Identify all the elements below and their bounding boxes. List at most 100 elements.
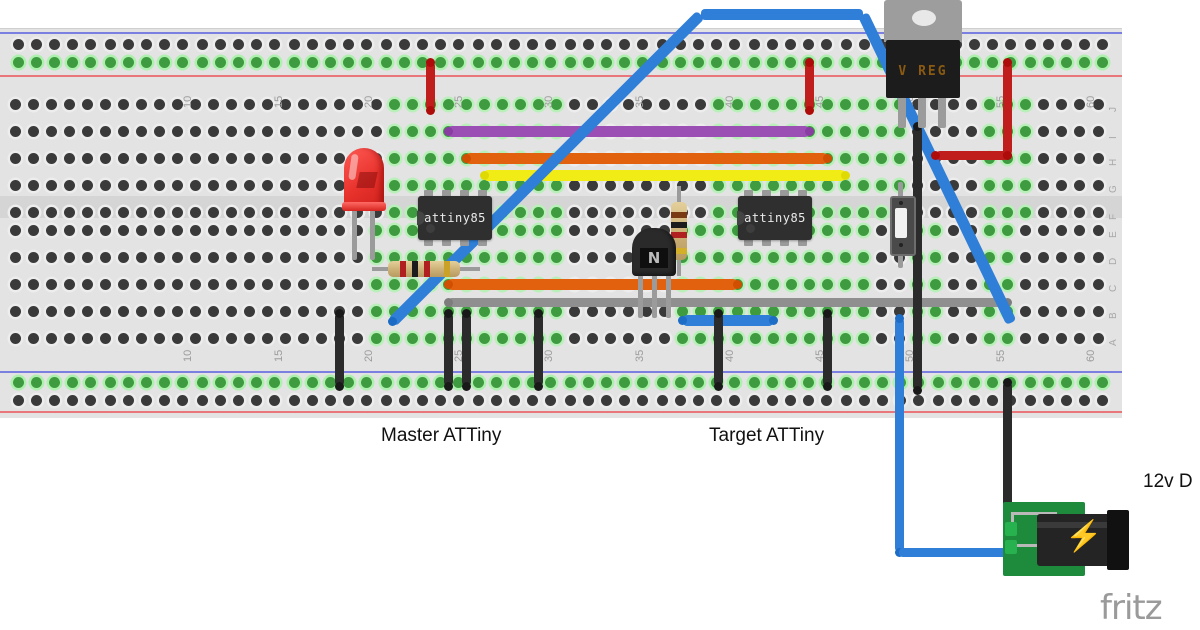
- grid-hole[interactable]: [587, 179, 599, 191]
- grid-hole[interactable]: [316, 152, 328, 164]
- grid-hole[interactable]: [803, 251, 815, 263]
- rail-hole-negative-top[interactable]: [582, 38, 594, 50]
- rail-hole-positive-bottom[interactable]: [159, 394, 171, 406]
- rail-hole-positive-bottom[interactable]: [140, 394, 152, 406]
- grid-hole[interactable]: [171, 305, 183, 317]
- grid-hole[interactable]: [208, 179, 220, 191]
- grid-hole[interactable]: [208, 305, 220, 317]
- grid-hole[interactable]: [1092, 125, 1104, 137]
- grid-hole[interactable]: [226, 125, 238, 137]
- red-wire-vreg-out-h[interactable]: [935, 150, 1008, 160]
- grid-hole[interactable]: [370, 98, 382, 110]
- grid-hole[interactable]: [1092, 224, 1104, 236]
- rail-hole-positive-top[interactable]: [508, 56, 520, 68]
- rail-hole-positive-top[interactable]: [987, 56, 999, 68]
- grid-hole[interactable]: [749, 305, 761, 317]
- grid-hole[interactable]: [280, 152, 292, 164]
- grid-hole[interactable]: [1074, 332, 1086, 344]
- grid-hole[interactable]: [767, 305, 779, 317]
- grid-hole[interactable]: [803, 305, 815, 317]
- grid-hole[interactable]: [930, 125, 942, 137]
- grid-hole[interactable]: [803, 278, 815, 290]
- rail-hole-negative-top[interactable]: [472, 38, 484, 50]
- grid-hole[interactable]: [839, 206, 851, 218]
- rail-hole-positive-bottom[interactable]: [435, 394, 447, 406]
- grid-hole[interactable]: [966, 179, 978, 191]
- grid-hole[interactable]: [587, 224, 599, 236]
- grid-hole[interactable]: [1092, 98, 1104, 110]
- grid-hole[interactable]: [370, 332, 382, 344]
- grid-hole[interactable]: [334, 251, 346, 263]
- grid-hole[interactable]: [605, 224, 617, 236]
- grid-hole[interactable]: [1002, 206, 1014, 218]
- grid-hole[interactable]: [1074, 179, 1086, 191]
- grid-hole[interactable]: [803, 179, 815, 191]
- grid-hole[interactable]: [857, 98, 869, 110]
- power-jack-pad-negative[interactable]: [1005, 540, 1017, 554]
- rail-hole-negative-bottom[interactable]: [1079, 376, 1091, 388]
- grid-hole[interactable]: [352, 206, 364, 218]
- grid-hole[interactable]: [226, 152, 238, 164]
- rail-hole-negative-bottom[interactable]: [251, 376, 263, 388]
- grid-hole[interactable]: [316, 98, 328, 110]
- grid-hole[interactable]: [208, 152, 220, 164]
- grid-hole[interactable]: [532, 206, 544, 218]
- grid-hole[interactable]: [45, 98, 57, 110]
- grid-hole[interactable]: [839, 125, 851, 137]
- grid-hole[interactable]: [1056, 125, 1068, 137]
- rail-hole-positive-bottom[interactable]: [692, 394, 704, 406]
- grid-hole[interactable]: [63, 332, 75, 344]
- grid-hole[interactable]: [63, 224, 75, 236]
- grid-hole[interactable]: [641, 305, 653, 317]
- grid-hole[interactable]: [1092, 305, 1104, 317]
- black-wire-gnd-25[interactable]: [443, 313, 453, 386]
- rail-hole-negative-bottom[interactable]: [950, 376, 962, 388]
- rail-hole-positive-bottom[interactable]: [177, 394, 189, 406]
- grid-hole[interactable]: [442, 98, 454, 110]
- grid-hole[interactable]: [587, 98, 599, 110]
- grid-hole[interactable]: [334, 152, 346, 164]
- rail-hole-negative-top[interactable]: [1097, 38, 1109, 50]
- grid-hole[interactable]: [190, 206, 201, 218]
- grid-hole[interactable]: [605, 332, 617, 344]
- grid-hole[interactable]: [514, 305, 526, 317]
- rail-hole-negative-top[interactable]: [1024, 38, 1036, 50]
- rail-hole-positive-bottom[interactable]: [876, 394, 888, 406]
- grid-hole[interactable]: [1002, 251, 1014, 263]
- black-wire-gnd-26[interactable]: [461, 313, 471, 386]
- grid-hole[interactable]: [605, 206, 617, 218]
- rail-hole-positive-top[interactable]: [177, 56, 189, 68]
- grid-hole[interactable]: [316, 224, 328, 236]
- grid-hole[interactable]: [984, 251, 996, 263]
- grid-hole[interactable]: [839, 179, 851, 191]
- grid-hole[interactable]: [695, 251, 707, 263]
- rail-hole-positive-bottom[interactable]: [269, 394, 281, 406]
- grid-hole[interactable]: [63, 152, 75, 164]
- grid-hole[interactable]: [406, 152, 418, 164]
- grid-hole[interactable]: [388, 125, 400, 137]
- grid-hole[interactable]: [496, 332, 508, 344]
- black-wire-gnd-40[interactable]: [714, 313, 724, 386]
- rail-hole-positive-top[interactable]: [12, 56, 24, 68]
- grid-hole[interactable]: [966, 98, 978, 110]
- rail-hole-positive-top[interactable]: [490, 56, 502, 68]
- rail-hole-negative-top[interactable]: [527, 38, 539, 50]
- grid-hole[interactable]: [226, 305, 238, 317]
- grid-hole[interactable]: [875, 98, 887, 110]
- rail-hole-positive-top[interactable]: [692, 56, 704, 68]
- rail-hole-positive-top[interactable]: [343, 56, 355, 68]
- rail-hole-negative-bottom[interactable]: [1042, 376, 1054, 388]
- grid-hole[interactable]: [1038, 98, 1050, 110]
- grid-hole[interactable]: [713, 98, 725, 110]
- rail-hole-positive-top[interactable]: [1097, 56, 1109, 68]
- grid-hole[interactable]: [99, 224, 111, 236]
- rail-hole-negative-bottom[interactable]: [748, 376, 760, 388]
- rail-hole-positive-bottom[interactable]: [343, 394, 355, 406]
- rail-hole-negative-top[interactable]: [67, 38, 79, 50]
- rail-hole-negative-top[interactable]: [1042, 38, 1054, 50]
- rail-hole-negative-bottom[interactable]: [932, 376, 944, 388]
- grid-hole[interactable]: [171, 152, 183, 164]
- rail-hole-negative-top[interactable]: [306, 38, 318, 50]
- grid-hole[interactable]: [695, 224, 707, 236]
- rail-hole-negative-bottom[interactable]: [269, 376, 281, 388]
